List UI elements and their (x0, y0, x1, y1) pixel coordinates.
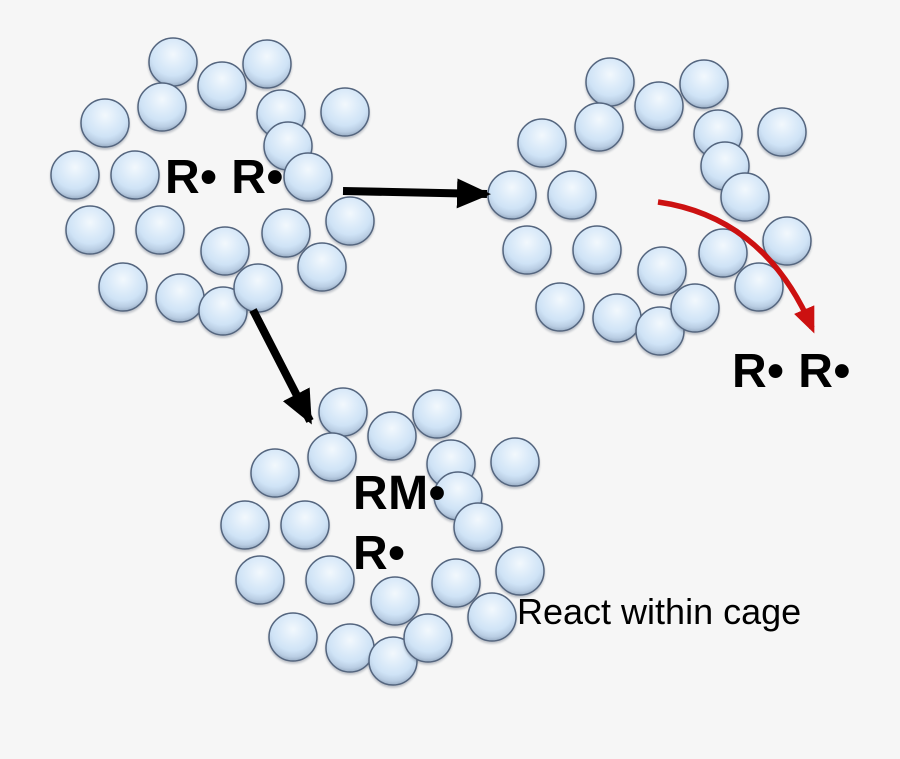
solvent-molecule (155, 273, 205, 323)
solvent-molecule (320, 87, 370, 137)
solvent-molecule (80, 98, 130, 148)
solvent-molecule (547, 170, 597, 220)
solvent-molecule (572, 225, 622, 275)
solvent-molecule (135, 205, 185, 255)
solvent-molecule (250, 448, 300, 498)
escaped-radicals-label: R• R• (732, 345, 851, 398)
solvent-molecule (242, 39, 292, 89)
solvent-molecule (720, 172, 770, 222)
solvent-molecule (305, 555, 355, 605)
solvent-molecule (197, 61, 247, 111)
solvent-molecule (592, 293, 642, 343)
solvent-molecule (495, 546, 545, 596)
solvent-molecule (198, 286, 248, 336)
solvent-molecule (233, 263, 283, 313)
solvent-molecule (502, 225, 552, 275)
solvent-molecule (325, 623, 375, 673)
solvent-molecule (307, 432, 357, 482)
solvent-molecule (734, 262, 784, 312)
solvent-molecule (368, 636, 418, 686)
solvent-molecule (574, 102, 624, 152)
solvent-molecule (403, 613, 453, 663)
solvent-molecule (65, 205, 115, 255)
solvent-molecule (325, 196, 375, 246)
cage-react-within (220, 387, 545, 686)
solvent-molecule (235, 555, 285, 605)
solvent-molecule (412, 389, 462, 439)
solvent-molecule (490, 437, 540, 487)
escape-cage-arrow (657, 199, 815, 334)
solvent-molecule (487, 170, 537, 220)
solvent-molecule (200, 226, 250, 276)
cage-product-label-line1: RM• (353, 467, 446, 520)
solvent-molecule (634, 81, 684, 131)
cage-after-diffusion (487, 57, 812, 356)
solvent-molecule (318, 387, 368, 437)
solvent-molecule (50, 150, 100, 200)
solvent-molecule (137, 82, 187, 132)
cage-product-label-line2: R• (353, 527, 405, 580)
solvent-molecule (367, 411, 417, 461)
initial-radical-pair-label: R• R• (165, 151, 284, 204)
solvent-molecule (517, 118, 567, 168)
solvent-molecule (148, 37, 198, 87)
solvent-molecule (635, 306, 685, 356)
solvent-molecule (467, 592, 517, 642)
solvent-molecule (762, 216, 812, 266)
react-within-cage-caption: React within cage (517, 591, 801, 632)
cage-initial-radical-pair (50, 37, 375, 336)
solvent-molecule (637, 246, 687, 296)
solvent-molecule (679, 59, 729, 109)
solvent-molecule (268, 612, 318, 662)
solvent-molecule (280, 500, 330, 550)
solvent-molecule (535, 282, 585, 332)
solvent-molecule (698, 228, 748, 278)
solvent-cages (50, 37, 812, 686)
solvent-molecule (757, 107, 807, 157)
diffusion-arrow (342, 178, 491, 209)
solvent-molecule (110, 150, 160, 200)
solvent-molecule (98, 262, 148, 312)
solvent-molecule (585, 57, 635, 107)
solvent-molecule (431, 558, 481, 608)
solvent-molecule (220, 500, 270, 550)
solvent-molecule (370, 576, 420, 626)
solvent-molecule (261, 208, 311, 258)
solvent-molecule (453, 502, 503, 552)
solvent-molecule (283, 152, 333, 202)
react-in-cage-arrow (249, 308, 314, 425)
arrows (249, 178, 815, 425)
solvent-molecule (670, 283, 720, 333)
solvent-molecule (297, 242, 347, 292)
